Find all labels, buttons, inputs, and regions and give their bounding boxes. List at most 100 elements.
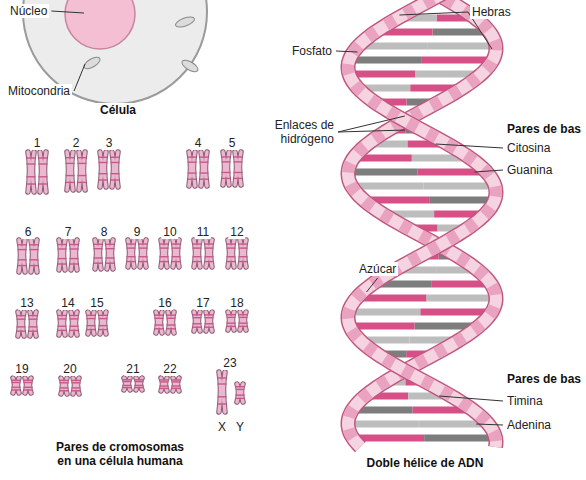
- chromosome-band: [155, 324, 164, 325]
- chromosome-band: [39, 163, 48, 164]
- chromosome-band: [94, 257, 103, 258]
- leader-line: [475, 170, 503, 172]
- chromosome-band: [70, 326, 79, 327]
- sugar-phosphate-strand: [348, 0, 496, 447]
- chromosome-band: [39, 176, 48, 177]
- leader-line: [74, 64, 85, 91]
- part-label: Citosina: [505, 141, 552, 155]
- chromosome-band: [239, 314, 248, 315]
- chromosome-band: [193, 261, 202, 262]
- chromosome-band: [70, 330, 79, 331]
- chromosome-band: [70, 258, 79, 259]
- mitochondrion: [82, 55, 102, 71]
- chromosome-band: [193, 247, 202, 248]
- chromosome-band: [172, 243, 181, 244]
- chromosome-band: [58, 258, 67, 259]
- chromosome-band: [87, 315, 96, 316]
- chromosome-number: 7: [63, 225, 74, 239]
- part-label: Fosfato: [290, 44, 334, 58]
- chromosome-band: [70, 244, 79, 245]
- chromosome-number: 2: [71, 136, 82, 150]
- chromosome-band: [18, 244, 27, 245]
- chromosome-band: [193, 243, 202, 244]
- part-label: Azúcar: [357, 262, 398, 276]
- chromosome-band: [193, 314, 202, 315]
- base-pair: [348, 421, 418, 428]
- chromosome-band: [78, 163, 87, 164]
- chromosome-band: [29, 315, 38, 316]
- chromosome-band: [205, 314, 214, 315]
- chromosome-band: [12, 389, 21, 390]
- chromosome-band: [234, 178, 243, 179]
- chromosome-band: [205, 256, 214, 257]
- chromosome-band: [78, 175, 87, 176]
- base-pair: [429, 197, 494, 204]
- chromosome-band: [193, 256, 202, 257]
- chromosome-band: [160, 379, 169, 380]
- chromosome-band: [60, 380, 69, 381]
- mitochondrion: [174, 15, 196, 29]
- chromosome-band: [66, 182, 75, 183]
- chromosome-band: [106, 248, 115, 249]
- sugar-phosphate-strand: [348, 0, 496, 447]
- chromosome-band: [227, 256, 236, 257]
- chromosome-number: Y: [234, 420, 246, 434]
- chromosome-band: [127, 247, 136, 248]
- chromosome-band: [160, 261, 169, 262]
- chromosome-band: [160, 247, 169, 248]
- chromosome-band: [60, 390, 69, 391]
- chromosome-band: [188, 178, 197, 179]
- chromosome-band: [188, 161, 197, 162]
- chromosome-band: [30, 259, 39, 260]
- chromosome-band: [29, 326, 38, 327]
- part-label: Enlaces de hidrógeno: [244, 118, 336, 146]
- chromosome-band: [58, 263, 67, 264]
- chromosome-band: [172, 388, 181, 389]
- chromosome-number: 20: [61, 362, 78, 376]
- chromosome-band: [17, 326, 26, 327]
- leader-line: [399, 12, 468, 15]
- chromosome-band: [99, 315, 108, 316]
- chromosome-band: [72, 387, 81, 388]
- chromosome-band: [218, 403, 227, 404]
- chromosome-band: [205, 327, 214, 328]
- chromosome-band: [30, 244, 39, 245]
- chromosome-number: 13: [18, 296, 35, 310]
- chromosome-band: [218, 396, 227, 397]
- chromosome-band: [236, 398, 245, 399]
- chromosome-band: [24, 382, 33, 383]
- chromosome-band: [205, 323, 214, 324]
- chromosome-band: [111, 179, 120, 180]
- part-label: Guanina: [505, 163, 554, 177]
- base-pair: [427, 43, 496, 50]
- chromosome-band: [72, 382, 81, 383]
- chromosome-band: [135, 381, 144, 382]
- leader-line: [338, 116, 405, 132]
- chromosome-band: [94, 244, 103, 245]
- chromosome-band: [227, 314, 236, 315]
- base-pair: [424, 435, 495, 442]
- chromosome-band: [172, 261, 181, 262]
- chromosome-band: [239, 326, 248, 327]
- chromosome-band: [18, 249, 27, 250]
- part-label: Timina: [505, 394, 545, 408]
- chromosome-band: [58, 244, 67, 245]
- chromosome-band: [94, 263, 103, 264]
- chromosome-number: 8: [99, 225, 110, 239]
- chromosome-band: [30, 249, 39, 250]
- chromosome-number: 19: [13, 362, 30, 376]
- chromosome-band: [227, 326, 236, 327]
- chromosome-band: [17, 315, 26, 316]
- chromosome-band: [27, 157, 36, 158]
- chromosome-band: [227, 317, 236, 318]
- chromosome-band: [58, 330, 67, 331]
- chromosome-band: [99, 162, 108, 163]
- chromosome-band: [24, 389, 33, 390]
- chromosome-band: [18, 259, 27, 260]
- chromosome-band: [99, 329, 108, 330]
- chromosome-number: 23: [221, 356, 238, 370]
- chromosome-number: 9: [132, 225, 143, 239]
- leader-line: [336, 51, 357, 52]
- chromosome-band: [127, 243, 136, 244]
- chromosome-band: [139, 243, 148, 244]
